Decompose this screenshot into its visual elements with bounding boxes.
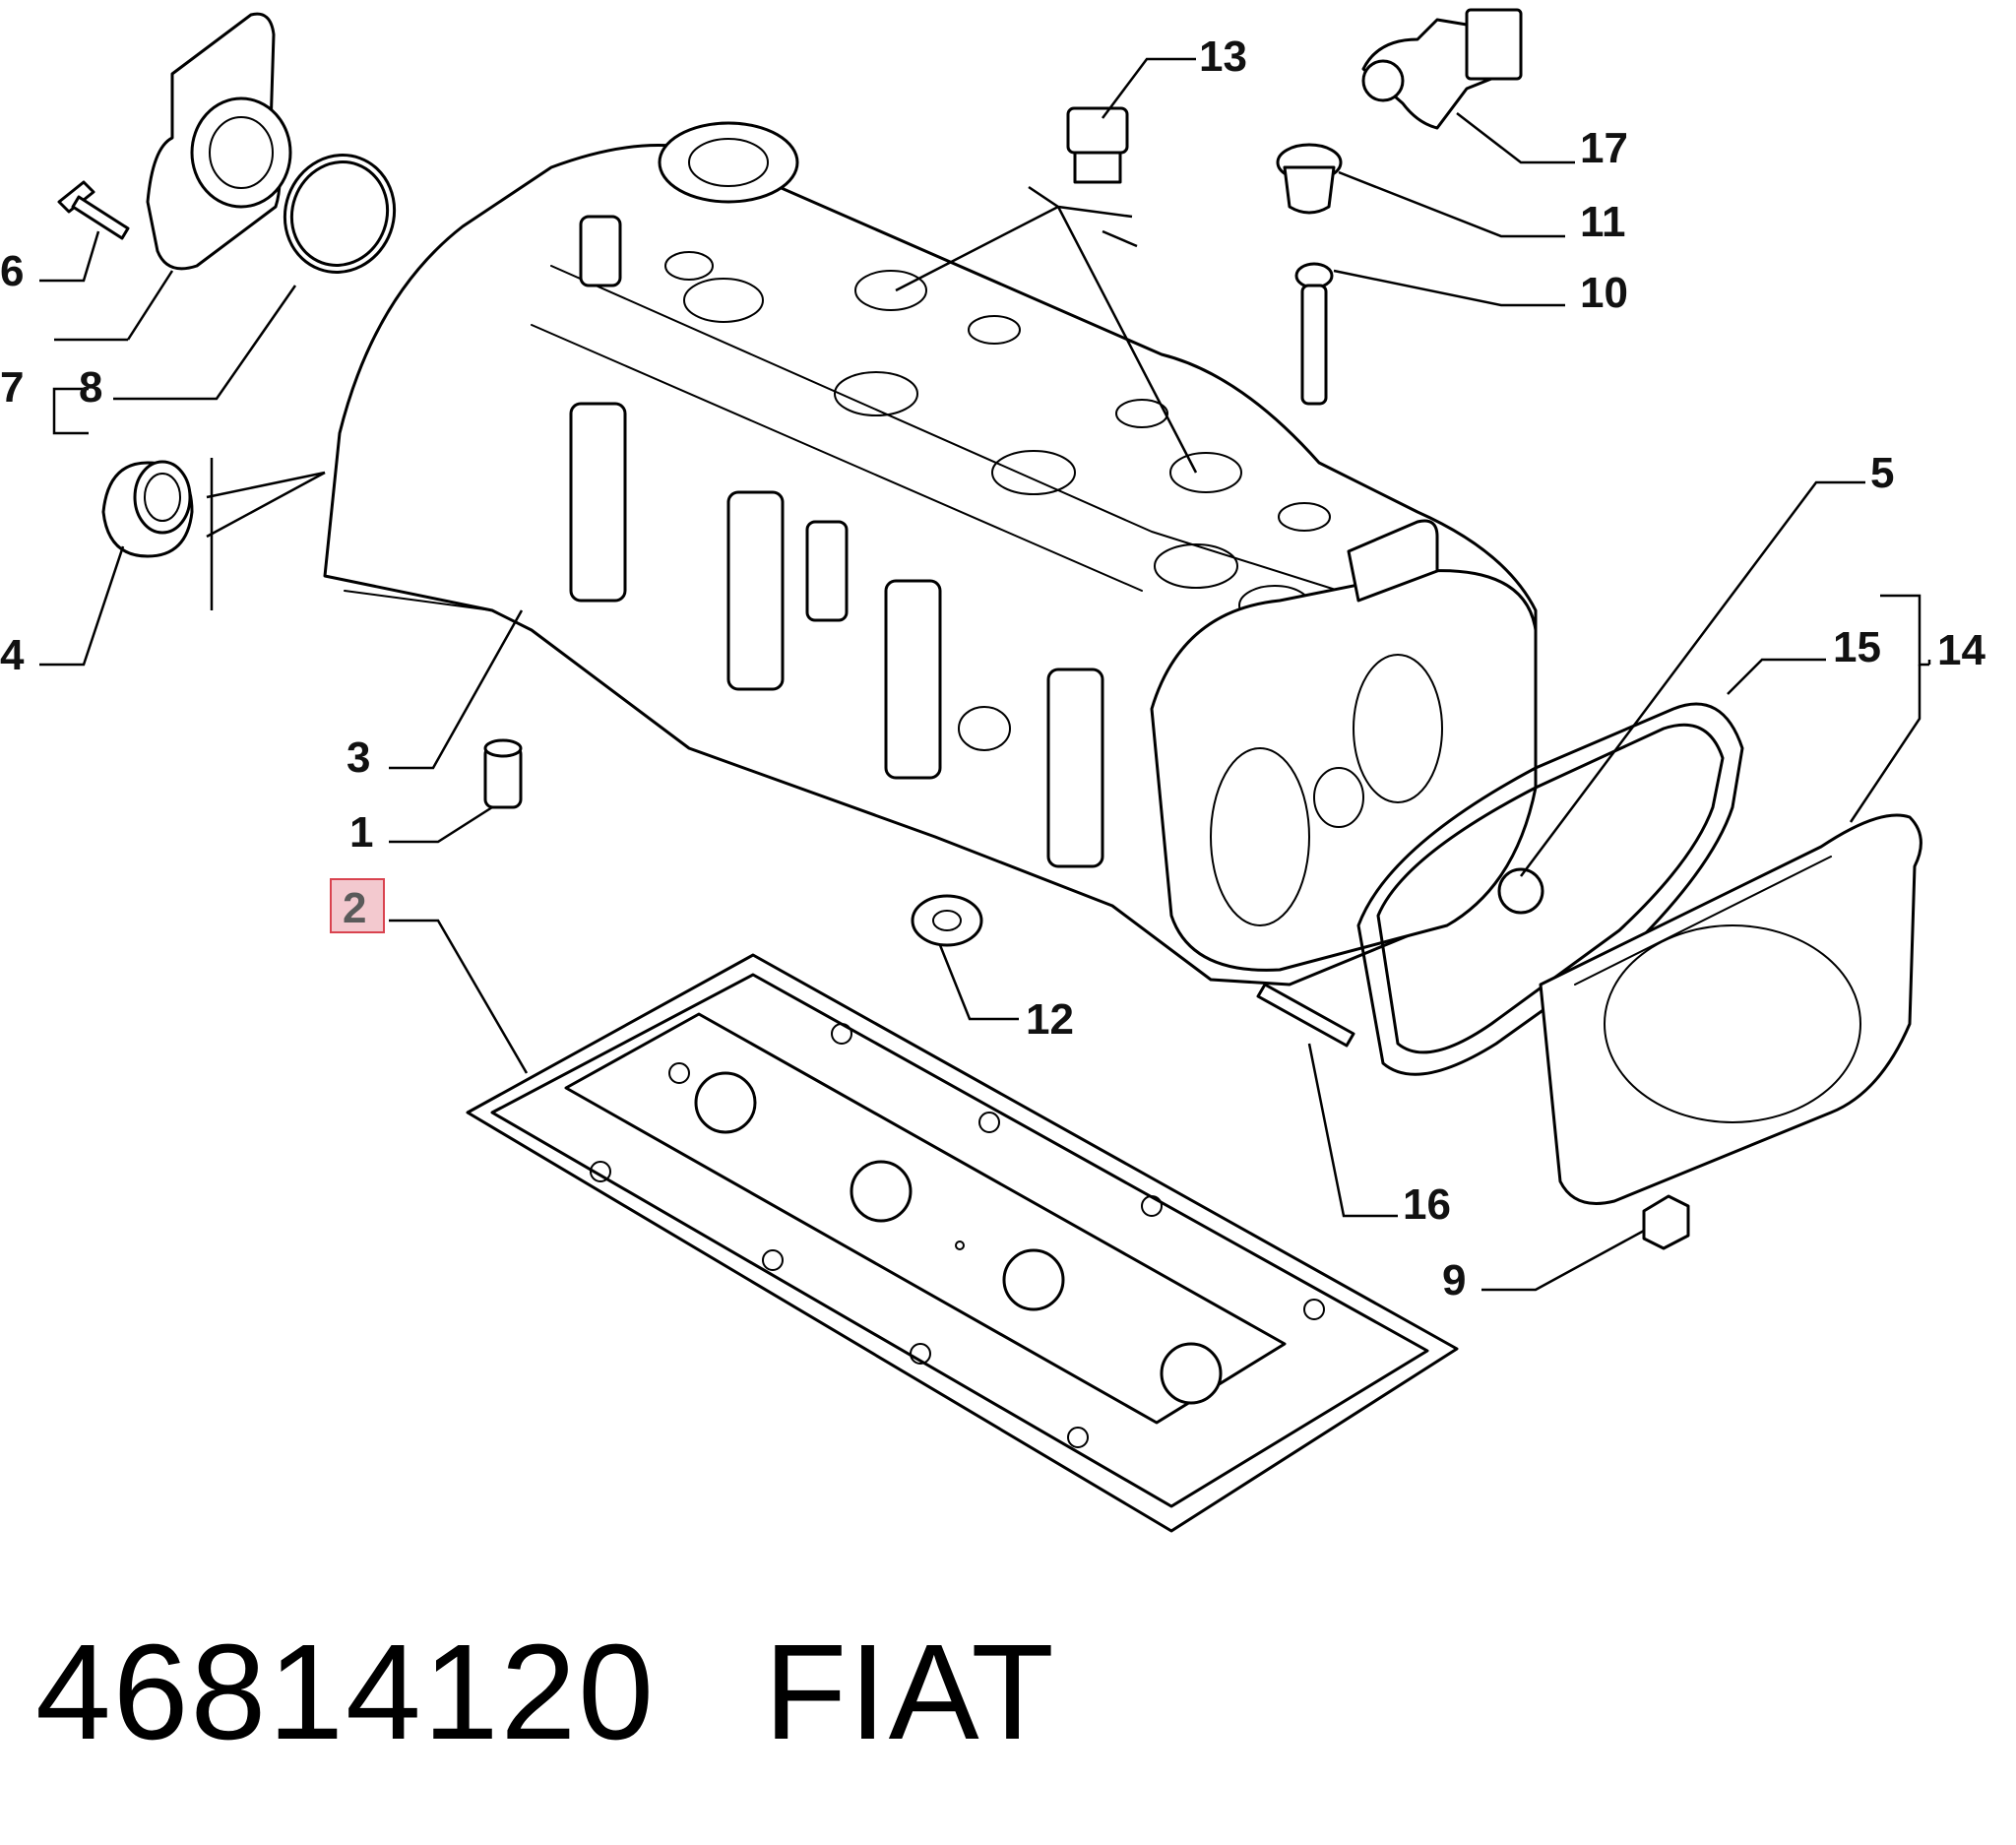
callout-11[interactable]: 11 xyxy=(1580,198,1626,246)
callout-16[interactable]: 16 xyxy=(1403,1180,1451,1229)
flange-housing xyxy=(146,12,292,271)
end-cover-gasket xyxy=(1356,702,1744,1076)
callout-4[interactable]: 4 xyxy=(0,631,25,679)
callout-3[interactable]: 3 xyxy=(346,733,370,782)
dowel-pin xyxy=(483,738,523,809)
callout-13[interactable]: 13 xyxy=(1199,32,1247,81)
callout-2[interactable]: 2 xyxy=(343,884,366,932)
callout-9[interactable]: 9 xyxy=(1442,1256,1466,1304)
callout-7[interactable]: 7 xyxy=(0,363,24,412)
stud-16 xyxy=(1256,983,1355,1048)
callout-6[interactable]: 6 xyxy=(0,247,24,295)
camshaft-sensor xyxy=(1361,8,1523,130)
part-caption: 46814120 FIAT xyxy=(35,1615,1056,1771)
flange-bolt xyxy=(57,180,130,240)
callout-labels: 13 17 11 10 6 7 8 4 3 1 2 12 16 9 5 15 1… xyxy=(0,32,1985,1304)
callout-12[interactable]: 12 xyxy=(1026,995,1074,1044)
cover-side-posts xyxy=(569,215,1104,868)
callout-10[interactable]: 10 xyxy=(1580,269,1628,317)
plug-13 xyxy=(1066,106,1129,184)
brand-name: FIAT xyxy=(764,1617,1056,1768)
end-cover xyxy=(1539,813,1922,1205)
part-number: 46814120 xyxy=(35,1617,656,1768)
bolt-10 xyxy=(1294,262,1334,406)
callout-5[interactable]: 5 xyxy=(1870,449,1894,497)
rocker-cover-gasket xyxy=(466,953,1459,1533)
cylinder-head-cover xyxy=(323,121,1538,986)
callout-8[interactable]: 8 xyxy=(79,363,102,412)
leader-lines xyxy=(39,57,1931,1292)
callout-1[interactable]: 1 xyxy=(349,808,373,857)
o-ring xyxy=(283,154,397,274)
nut-9 xyxy=(1642,1194,1690,1250)
callout-14[interactable]: 14 xyxy=(1937,626,1985,674)
cover-holes xyxy=(664,251,1331,638)
callout-2-highlight[interactable]: 2 xyxy=(330,878,385,933)
callout-15[interactable]: 15 xyxy=(1833,623,1881,671)
knurled-bushing xyxy=(101,460,194,558)
callout-17[interactable]: 17 xyxy=(1580,124,1628,172)
grub-screw-5 xyxy=(1497,867,1544,915)
plug-11 xyxy=(1276,143,1343,215)
plug-12 xyxy=(911,894,983,947)
